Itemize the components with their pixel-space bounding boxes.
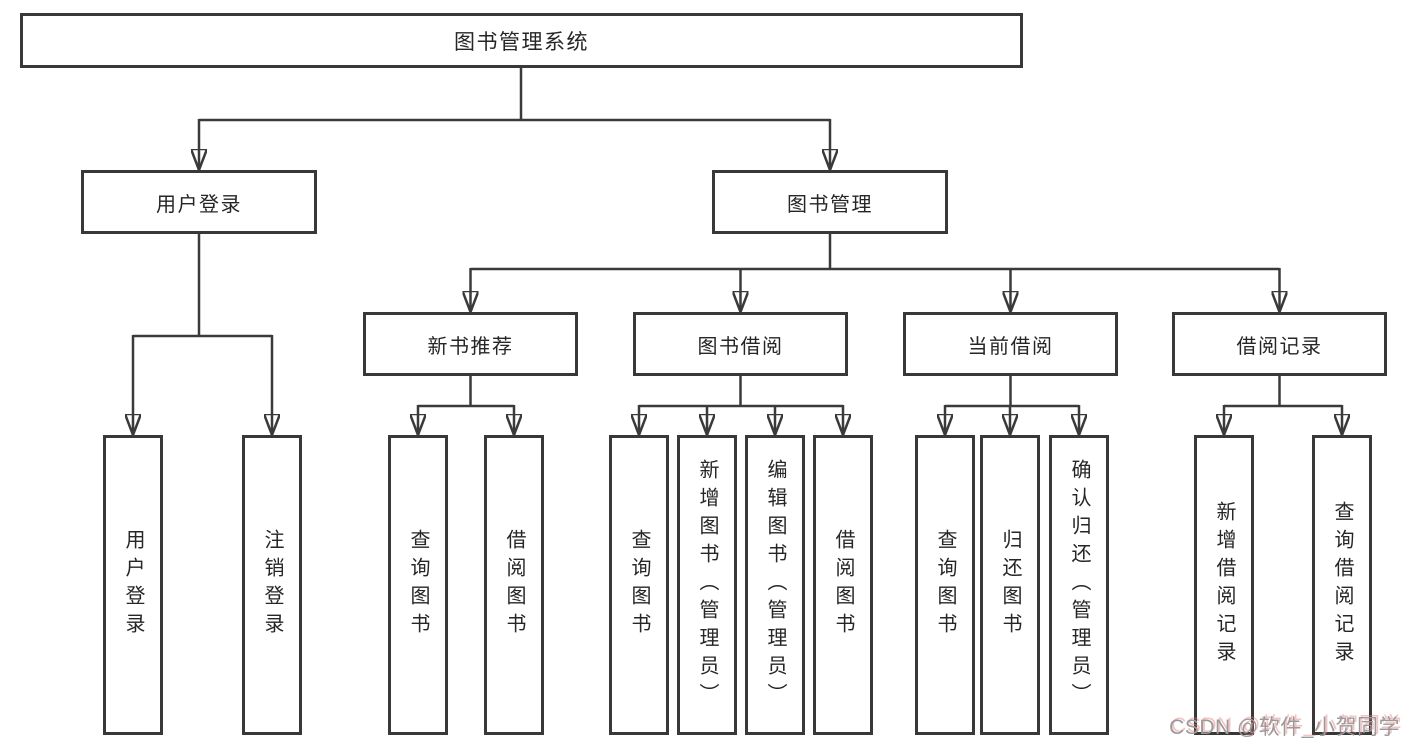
leaf-edit-books-admin: 编辑图书（管理员） <box>745 435 805 735</box>
node-label: 归还图书 <box>999 529 1021 641</box>
connector-user-login-to-children <box>133 234 272 338</box>
leaf-return-books: 归还图书 <box>980 435 1040 735</box>
node-label: 查询借阅记录 <box>1331 501 1353 669</box>
leaf-query-books-borrowing: 查询图书 <box>609 435 669 735</box>
node-current-borrowing: 当前借阅 <box>903 312 1118 376</box>
node-label: 图书管理系统 <box>454 30 589 54</box>
node-label: 注销登录 <box>261 529 283 641</box>
node-label: 用户登录 <box>122 529 144 641</box>
leaf-query-books-recommendation: 查询图书 <box>388 435 448 735</box>
node-label: 新书推荐 <box>427 335 514 358</box>
node-label: 借阅记录 <box>1236 335 1323 358</box>
leaf-user-login: 用户登录 <box>103 435 163 735</box>
leaf-logout: 注销登录 <box>242 435 302 735</box>
node-label: 用户登录 <box>156 193 242 216</box>
leaf-borrow-books-borrowing: 借阅图书 <box>813 435 873 735</box>
csdn-watermark: CSDN @软件_小贺同学 <box>1169 716 1400 739</box>
connector-book-management-to-groups <box>470 234 1280 271</box>
leaf-borrow-books-recommendation: 借阅图书 <box>484 435 544 735</box>
node-label: 确认归还（管理员） <box>1068 459 1090 711</box>
leaf-query-books-current: 查询图书 <box>915 435 975 735</box>
node-library-management-system: 图书管理系统 <box>20 13 1023 68</box>
connector-root-to-level2 <box>199 68 830 122</box>
node-label: 新增借阅记录 <box>1213 501 1235 669</box>
node-label: 查询图书 <box>628 529 650 641</box>
leaf-confirm-return-admin: 确认归还（管理员） <box>1049 435 1109 735</box>
connector-book-borrowing-children <box>639 376 843 408</box>
node-label: 图书借阅 <box>697 335 784 358</box>
connector-borrowing-records-children <box>1224 376 1342 408</box>
node-new-book-recommendation: 新书推荐 <box>363 312 578 376</box>
node-label: 图书管理 <box>787 193 873 216</box>
leaf-add-borrow-record: 新增借阅记录 <box>1194 435 1254 735</box>
node-label: 借阅图书 <box>503 529 525 641</box>
node-borrowing-records: 借阅记录 <box>1172 312 1387 376</box>
node-label: 查询图书 <box>934 529 956 641</box>
node-book-management: 图书管理 <box>712 170 948 234</box>
node-label: 借阅图书 <box>832 529 854 641</box>
leaf-query-borrow-record: 查询借阅记录 <box>1312 435 1372 735</box>
node-label: 当前借阅 <box>967 335 1054 358</box>
node-label: 查询图书 <box>407 529 429 641</box>
node-book-borrowing: 图书借阅 <box>633 312 848 376</box>
connector-new-book-recommendation-children <box>418 376 514 408</box>
node-user-login: 用户登录 <box>81 170 317 234</box>
leaf-add-books-admin: 新增图书（管理员） <box>677 435 737 735</box>
node-label: 编辑图书（管理员） <box>764 459 786 711</box>
node-label: 新增图书（管理员） <box>696 459 718 711</box>
connector-current-borrowing-children <box>945 376 1079 408</box>
